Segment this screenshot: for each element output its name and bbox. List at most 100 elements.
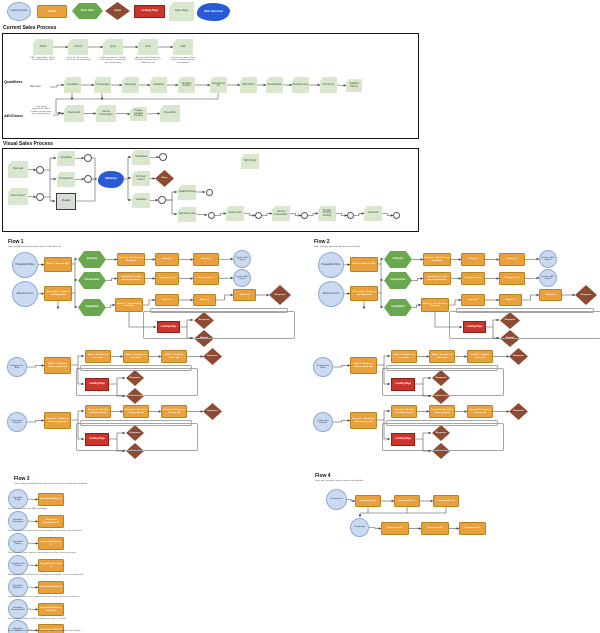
email-F2-f1o15[interactable]: Audit 3 - Benefits of a paid audit	[429, 350, 455, 363]
email-f1o15[interactable]: Audit 3 - Benefits of a paid audit	[123, 350, 149, 363]
circle-F2-f1c2[interactable]: Filled out a form	[318, 281, 344, 307]
dot-vc12[interactable]	[393, 212, 400, 219]
circle-f3c7[interactable]: Unqualified - COVID	[8, 620, 28, 633]
doc-cr2[interactable]: Convert	[68, 39, 88, 55]
dot-vc10[interactable]	[301, 212, 308, 219]
email-f1o9[interactable]: Nurture 1 - Start Amazing Facebook	[115, 298, 143, 312]
email-f4o2[interactable]: Unresponsive #2	[394, 495, 420, 507]
dia-vd1[interactable]: Show	[155, 170, 174, 187]
circle-f1e1[interactable]: Transfer to AE's Pipeline	[233, 250, 251, 268]
cloud-lg-cloud[interactable]: Main Team Goal	[197, 3, 230, 21]
hex-f1h1[interactable]: Industry	[78, 251, 106, 268]
email-f1o19[interactable]: Proposal 3 - Benefits of timely proposal	[123, 405, 149, 418]
doc-ae2[interactable]: Review Presentation	[96, 105, 116, 122]
doc-lg-stage[interactable]: Sales Stage	[169, 2, 194, 21]
doc-q5[interactable]: No Show Contact	[178, 77, 195, 93]
email-f3b1[interactable]: Unqualified Budget #1	[38, 493, 64, 506]
dot-vc5[interactable]	[159, 153, 167, 161]
email-f4o5[interactable]: Responsive #2	[421, 522, 449, 535]
circle-F2-f1c4[interactable]: Requested a Proposal	[313, 412, 333, 432]
email-f1o3[interactable]: Industry 1 - Start Amazing Two Weeks	[117, 253, 145, 266]
circle-f1c3[interactable]: Requested an Audit	[7, 357, 27, 377]
circle-f1e2[interactable]: Transfer to AE's Pipeline	[233, 269, 251, 287]
land-F2-f1r2[interactable]: Landing Page	[391, 378, 415, 391]
email-f1o18[interactable]: Proposal 2 - Benefits and improvements	[85, 405, 111, 418]
circle-f3c4[interactable]: Unqualified - No Character	[8, 555, 28, 575]
doc-v9[interactable]: Contacted	[132, 193, 150, 208]
email-f1o2[interactable]: Subscriber 1 - Segment and Maintained	[44, 286, 72, 301]
email-F2-f1o13[interactable]: Audit 1 - Thank you, what to expect next	[350, 357, 377, 374]
doc-v10[interactable]: Qualified Moved	[178, 185, 196, 200]
dot-vc9[interactable]	[255, 212, 262, 219]
email-F2-f1o19[interactable]: Proposal 3 - Benefits of timely proposal	[429, 405, 455, 418]
email-f1o17[interactable]: Proposal 1 - Thank you, what to expect n…	[44, 412, 71, 429]
circle-lg-circle[interactable]: Customer Action	[7, 2, 31, 21]
land-f1r2[interactable]: Landing Page	[85, 378, 109, 391]
email-F2-f1o11[interactable]: Nurture 3	[499, 294, 522, 306]
dia-F2-f1d1[interactable]: Response	[575, 285, 597, 305]
hex-F2-f1h1[interactable]: Industry	[384, 251, 412, 268]
email-F2-f1o6[interactable]: Unresponsive 1 - Start Amazing Two Weeks	[423, 272, 451, 285]
circle-F2-f1e1[interactable]: Transfer to AE's Pipeline	[539, 250, 557, 268]
email-f3b5[interactable]: Unqualified Mindset #1	[38, 581, 64, 594]
doc-v11[interactable]: Appointment Set	[178, 207, 196, 222]
doc-v8[interactable]: No Show / Cancel	[132, 171, 150, 186]
circle-f3c5[interactable]: Unqualified - Mindset etc	[8, 577, 28, 597]
email-f3b6[interactable]: Unqualified Business Model #1	[38, 603, 64, 616]
doc-cr4[interactable]: Close	[138, 39, 158, 55]
email-f1o5[interactable]: Industry 3	[193, 253, 219, 266]
email-F2-f1o14[interactable]: Audit 2 - Benefits of a free audit	[391, 350, 417, 363]
email-f4o1[interactable]: Unresponsive #1	[355, 495, 381, 507]
dia-f1d2[interactable]: Response	[194, 312, 214, 329]
email-F2-f1o2[interactable]: Subscriber 1 - Segment and Maintained	[350, 286, 378, 301]
email-f4o3[interactable]: Unresponsive #3	[433, 495, 459, 507]
hex-lg-hex[interactable]: Flow Start	[72, 3, 103, 19]
doc-q4[interactable]: Contacted	[150, 77, 167, 93]
doc-cr5[interactable]: Fulfill	[173, 39, 193, 55]
doc-v1[interactable]: New Lead	[8, 161, 28, 178]
dia-f1d1[interactable]: Response	[269, 285, 291, 305]
dot-vc1[interactable]	[36, 166, 44, 174]
circle-f3c2[interactable]: Unqualified - Expectations	[8, 511, 28, 531]
email-f3b2[interactable]: Unqualified Expectations #1	[38, 515, 64, 528]
dia-F2-f1d4[interactable]: Response	[509, 348, 528, 365]
email-f1o20[interactable]: Proposal 4 - Prompt to book the call	[161, 405, 187, 418]
hex-F2-f1h2[interactable]: Unresponsive	[384, 272, 412, 289]
email-F2-f1o20[interactable]: Proposal 4 - Prompt to book the call	[467, 405, 493, 418]
email-F2-f1o16[interactable]: Audit 4 - Prompt to book a call	[467, 350, 493, 363]
hex-f1h2[interactable]: Unresponsive	[78, 272, 106, 289]
email-f1o8[interactable]: Unresponsive 3	[193, 272, 219, 285]
doc-q1[interactable]: Unqualified	[64, 77, 81, 93]
email-F2-f1o12[interactable]: Nurture 4	[539, 289, 562, 301]
doc-q11[interactable]: Qualified Moved	[346, 79, 362, 92]
email-f1o14[interactable]: Audit 2 - Benefits of a free audit	[85, 350, 111, 363]
circle-f3c6[interactable]: Unqualified - Business Model	[8, 599, 28, 619]
doc-q9[interactable]: Reminder Sent	[292, 77, 309, 93]
doc-q2[interactable]: Unresponsive	[94, 77, 111, 93]
email-f3b7[interactable]: Unqualified COVID #1	[38, 624, 64, 633]
email-f4o4[interactable]: Responsive #1	[381, 522, 409, 535]
circle-f1c2[interactable]: Filled out a form	[12, 281, 38, 307]
doc-q10[interactable]: Not Set for	[320, 77, 337, 93]
doc-q7[interactable]: High Priority	[240, 77, 257, 93]
circle-F2-f1e2[interactable]: Transfer to AE's Pipeline	[539, 269, 557, 287]
doc-q8[interactable]: Rescheduled	[266, 77, 283, 93]
circle-f1c1[interactable]: Prequalified MQLs	[12, 252, 38, 278]
dia-F2-f1d7[interactable]: Response	[509, 403, 528, 420]
hex-F2-f1h3[interactable]: Unqualified	[384, 299, 412, 316]
email-f3b4[interactable]: Unqualified Character #1	[38, 559, 64, 572]
email-f1o11[interactable]: Nurture 3	[193, 294, 216, 306]
dia-F2-f1d8[interactable]: Response	[432, 425, 450, 441]
email-f4o6[interactable]: Responsive #3	[459, 522, 486, 535]
land-lg-landing[interactable]: Landing Page	[134, 5, 165, 18]
doc-ae4[interactable]: Closed Won	[160, 105, 180, 122]
dot-vc4[interactable]	[84, 175, 92, 183]
circle-f3c3[interactable]: Unqualified - Urgency	[8, 533, 28, 553]
email-F2-f1o7[interactable]: Unresponsive 2	[461, 272, 485, 285]
land-f1r3[interactable]: Landing Page	[85, 433, 109, 446]
email-f1o10[interactable]: Nurture 2	[155, 294, 179, 306]
dia-f1d4[interactable]: Response	[203, 348, 222, 365]
email-f1o12[interactable]: Nurture 4	[233, 289, 256, 301]
circle-f3c1[interactable]: Unqualified - Budget	[8, 489, 28, 509]
doc-ae3[interactable]: Prepare Contract Pending	[130, 107, 147, 121]
